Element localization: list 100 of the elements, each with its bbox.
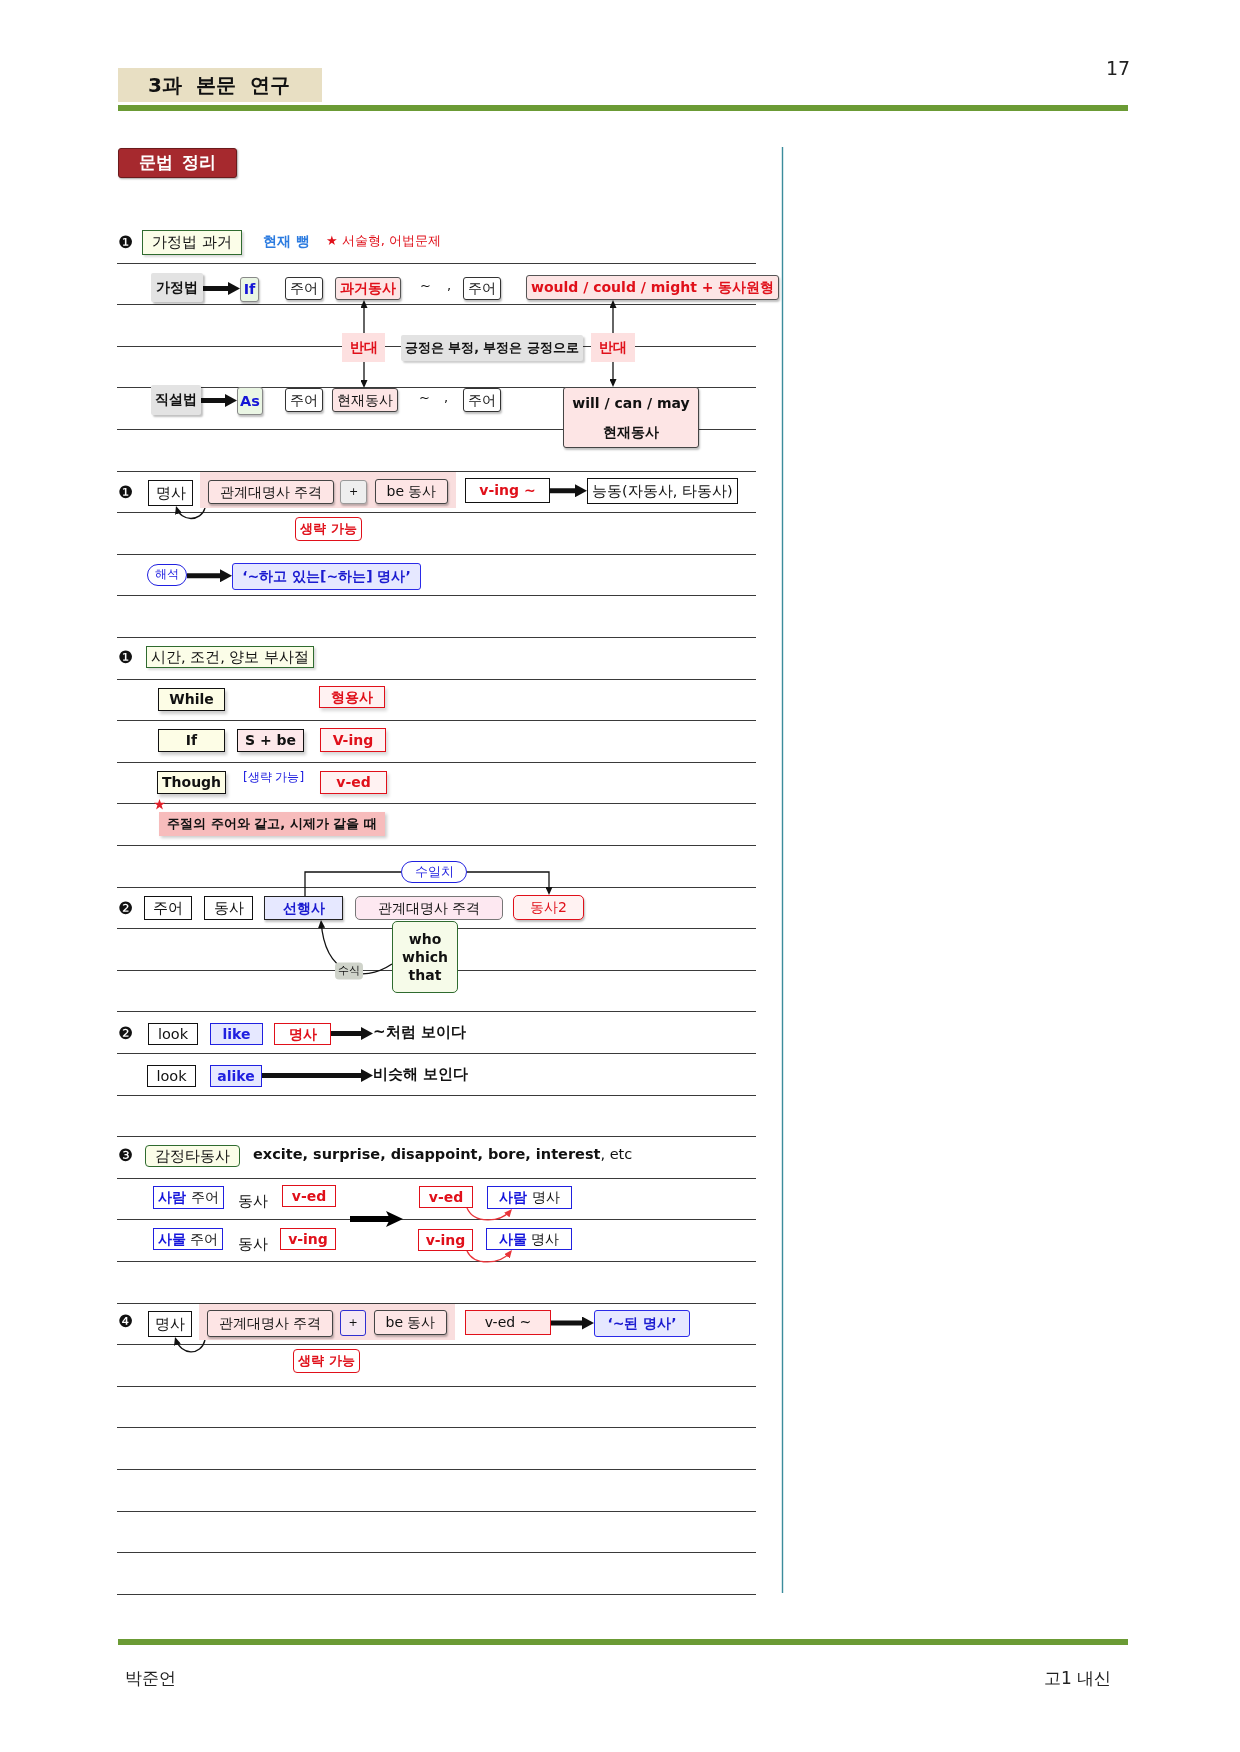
pronoun-box: who which that xyxy=(392,921,458,993)
term-box: be 동사 xyxy=(374,1310,447,1335)
block-arrow xyxy=(551,1316,594,1330)
note-tag: 생략 가능 xyxy=(293,1349,360,1373)
topic-box: 가정법 과거 xyxy=(142,230,242,255)
curved-arrow xyxy=(466,1250,513,1263)
curved-arrow xyxy=(466,1207,513,1221)
section-number: ❶ xyxy=(118,646,134,668)
term-box: 명사 xyxy=(274,1023,331,1045)
note-tag: 생략 가능 xyxy=(295,517,362,541)
title-banner: 3과 본문 연구 xyxy=(118,68,322,102)
term-box: v-ed xyxy=(320,771,387,794)
block-arrow xyxy=(201,394,237,407)
verb-text: 동사 xyxy=(238,1192,268,1210)
curved-arrow xyxy=(175,506,206,520)
heading-box: 문법 정리 xyxy=(118,148,237,178)
term-box: v-ed ~ xyxy=(465,1310,551,1335)
section-number: ❶ xyxy=(118,231,134,253)
term-box: 주어 xyxy=(285,277,323,300)
arrow xyxy=(609,361,617,387)
term-box: 주어 xyxy=(144,896,192,920)
connector-line xyxy=(304,871,402,897)
topic-box: 감정타동사 xyxy=(145,1145,240,1167)
term-box: v-ing xyxy=(280,1228,336,1250)
term-box: 관계대명사 주격 xyxy=(355,896,503,920)
term-box: v-ed xyxy=(282,1185,336,1207)
agreement-tag: 수일치 xyxy=(401,861,467,883)
topic-box: 시간, 조건, 양보 부사절 xyxy=(146,646,315,668)
edge-label: 수식 xyxy=(335,962,363,980)
curved-arrow xyxy=(174,1337,206,1353)
block-arrow xyxy=(203,282,240,295)
term-box: 사물 명사 xyxy=(486,1228,572,1250)
term-box: If xyxy=(158,729,225,752)
block-arrow xyxy=(331,1027,373,1040)
highlight-note: 현재 뻥 xyxy=(263,232,310,250)
term-box: 동사2 xyxy=(513,895,584,920)
term-box: 관계대명사 주격 xyxy=(207,1310,333,1337)
term-box: 명사 xyxy=(148,480,193,506)
term-box: Though xyxy=(157,771,227,794)
plus-box: + xyxy=(340,480,367,504)
term-box: 동사 xyxy=(204,896,253,920)
term-box: 관계대명사 주격 xyxy=(208,480,334,504)
term-box: 형용사 xyxy=(319,686,385,708)
term-box: like xyxy=(210,1023,263,1045)
arrow xyxy=(360,361,368,388)
arrow xyxy=(360,300,368,334)
optional-note: [생략 가능] xyxy=(243,769,305,785)
exam-note: ★ 서술형, 어법문제 xyxy=(326,233,442,249)
footer-text: 고1 내신 xyxy=(1044,1667,1112,1689)
term-box: 사람 주어 xyxy=(153,1186,224,1209)
term-box: alike xyxy=(210,1065,262,1087)
term-box: 직설법 xyxy=(151,385,201,415)
tilde-mark: ~ xyxy=(419,390,430,406)
term-box: 선행사 xyxy=(264,896,343,920)
page-number: 17 xyxy=(1106,56,1131,80)
term-box: v-ed xyxy=(419,1186,473,1208)
condition-note: 주절의 주어와 같고, 시제가 같을 때 xyxy=(159,812,385,836)
meaning-text: 비슷해 보인다 xyxy=(373,1064,469,1086)
term-box: V-ing xyxy=(320,728,386,752)
term-box: look xyxy=(147,1065,196,1087)
author-name: 박준언 xyxy=(125,1667,176,1689)
term-box: If xyxy=(240,277,259,302)
term-box: 명사 xyxy=(148,1311,192,1337)
section-number: ❶ xyxy=(118,481,134,503)
term-box: look xyxy=(148,1023,198,1045)
tilde-mark: ~ xyxy=(420,278,431,294)
term-box: 사람 명사 xyxy=(487,1186,572,1209)
meaning-text: ~처럼 보이다 xyxy=(373,1022,466,1044)
term-box: 현재동사 xyxy=(332,388,398,412)
section-number: ❷ xyxy=(118,897,134,919)
example-words: excite, surprise, disappoint, bore, interest, etc xyxy=(253,1146,633,1164)
term-box: v-ing ~ xyxy=(465,478,550,503)
term-box: 주어 xyxy=(285,388,323,412)
section-number: ❹ xyxy=(118,1310,134,1332)
section-number: ❸ xyxy=(118,1144,134,1166)
block-arrow xyxy=(262,1069,373,1082)
term-box: 과거동사 xyxy=(335,277,401,300)
term-box: As xyxy=(237,387,263,415)
arrow xyxy=(609,300,617,334)
contrast-tag: 반대 xyxy=(591,333,635,362)
term-box: S + be xyxy=(237,729,304,752)
meaning-box: ‘~하고 있는[~하는] 명사’ xyxy=(232,563,421,590)
plus-box: + xyxy=(340,1310,366,1336)
highlight-band xyxy=(199,1304,455,1340)
elbow-arrow xyxy=(466,871,553,895)
term-text: will / can / may xyxy=(572,394,690,411)
term-box: 능동(자동사, 타동사) xyxy=(587,478,738,504)
term-box: 주어 xyxy=(463,388,501,412)
comma-mark: , xyxy=(447,278,452,294)
meaning-box: ‘~된 명사’ xyxy=(594,1310,690,1337)
block-arrow xyxy=(550,484,587,498)
term-box xyxy=(563,387,699,448)
term-box: 주어 xyxy=(463,277,501,300)
term-box: 사물 주어 xyxy=(153,1228,224,1250)
section-number: ❷ xyxy=(118,1022,134,1044)
term-box: 가정법 xyxy=(151,273,203,302)
highlight-band xyxy=(200,472,456,508)
term-box: v-ing xyxy=(418,1229,473,1251)
term-text: 현재동사 xyxy=(603,424,659,441)
term-box: While xyxy=(158,688,225,711)
